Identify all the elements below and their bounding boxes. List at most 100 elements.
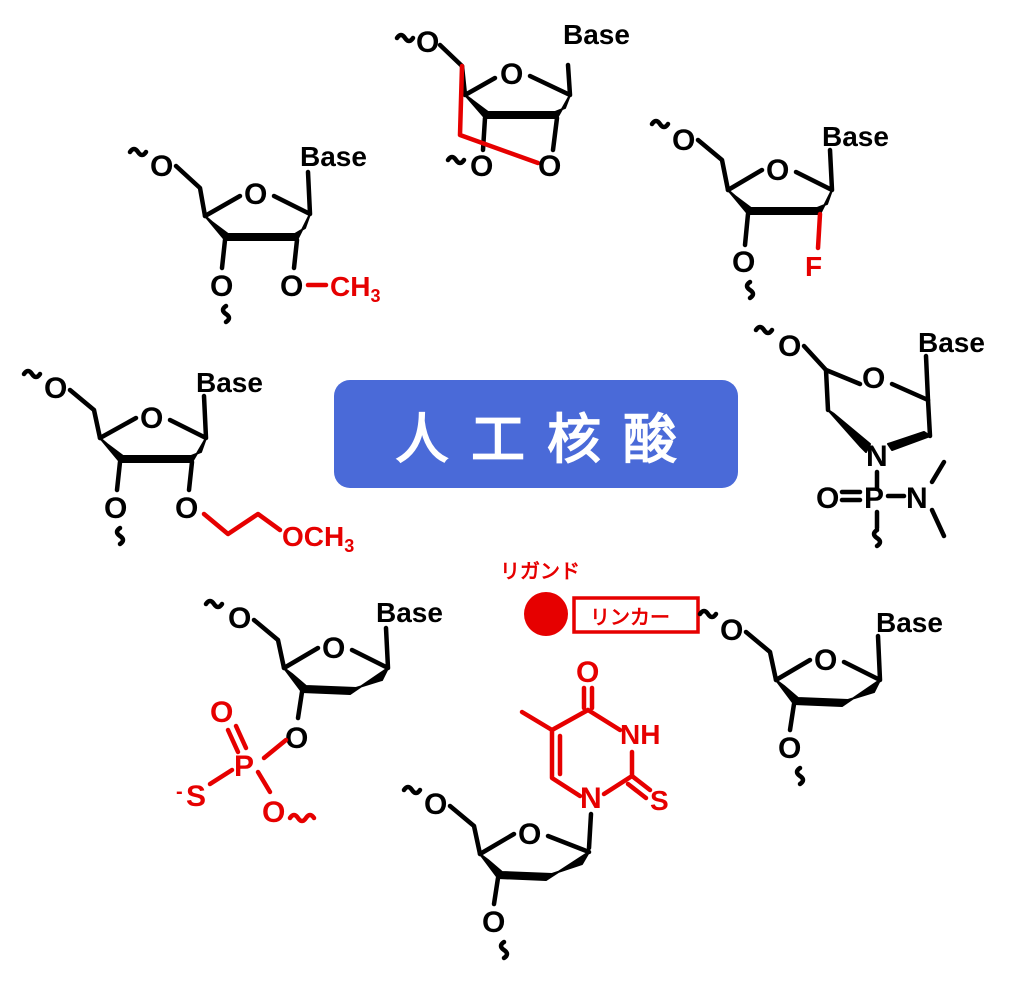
bond — [773, 657, 813, 683]
moe-o2-label: O — [175, 492, 198, 525]
bond — [841, 633, 883, 683]
moe-o5-label: O — [44, 372, 67, 405]
ome-base-label: Base — [300, 141, 367, 172]
bond — [186, 459, 195, 493]
bond — [67, 387, 103, 441]
bond — [550, 115, 560, 153]
wavy-bond — [794, 765, 806, 787]
ps-ring-o-label: O — [322, 632, 345, 665]
bond — [437, 42, 465, 69]
linker-box — [572, 596, 700, 634]
bond — [97, 415, 139, 441]
ring-wedge — [99, 437, 207, 463]
thy-n1-label: N — [580, 782, 602, 815]
thy-o5-label: O — [424, 788, 447, 821]
ring-wedge — [887, 431, 931, 451]
bond — [477, 831, 517, 857]
thy-sulfur-label: S — [650, 785, 669, 816]
mo-phosphoryl-o-label: O — [816, 482, 839, 515]
ring-wedge — [204, 213, 311, 241]
bond — [295, 689, 305, 721]
ligand-circle — [524, 592, 568, 636]
ps-charge-label: - — [176, 781, 183, 803]
wavy-bond — [203, 598, 225, 610]
ps-o5-label: O — [228, 602, 251, 635]
lna-o5-label: O — [416, 26, 439, 59]
f-base-label: Base — [822, 121, 889, 152]
lna-o2-label: O — [538, 150, 561, 183]
bond — [173, 163, 208, 219]
mo-ring-o-label: O — [862, 362, 885, 395]
ome-ch3-label: CH3 — [330, 271, 380, 306]
f-o3-label: O — [732, 246, 755, 279]
phosphorothioate-structure: O O Base O P O - S O — [176, 597, 443, 829]
ps-base-label: Base — [376, 597, 443, 628]
linker-label: リンカー — [590, 607, 670, 629]
methoxyethyl-chain — [201, 511, 283, 537]
ome-o5-label: O — [150, 150, 173, 183]
bond — [793, 147, 835, 193]
morpholino-structure: O O Base N P O N — [753, 324, 985, 549]
moe-och3-label: OCH3 — [282, 521, 354, 556]
bond — [202, 193, 243, 219]
bond — [527, 62, 573, 98]
ligand-conjugate-structure: リガンド リンカー O O Base O — [500, 560, 943, 787]
bond — [281, 645, 321, 671]
ligand-label: リガンド — [500, 560, 580, 583]
f-ring-o-label: O — [766, 154, 789, 187]
wavy-bond — [498, 939, 510, 961]
wavy-bond — [649, 118, 671, 130]
bond — [695, 137, 731, 193]
bond — [459, 63, 498, 98]
wavy-bond — [753, 324, 775, 336]
bond — [447, 803, 483, 857]
mo-nitrogen-label: N — [866, 440, 888, 473]
ring-wedge — [283, 667, 389, 695]
moe-o3-label: O — [104, 492, 127, 525]
moe-ring-o-label: O — [140, 402, 163, 435]
bond — [925, 397, 933, 439]
ring-wedge — [775, 679, 881, 707]
thy-nh-label: NH — [620, 719, 660, 750]
bond — [725, 167, 765, 193]
bond — [823, 367, 863, 387]
bond — [255, 769, 273, 795]
bond — [815, 211, 823, 251]
lig-base-label: Base — [876, 607, 943, 638]
2-moe-structure: O O Base O O OCH3 — [21, 367, 354, 556]
wavy-bond — [287, 812, 317, 824]
ps-phosphorus-label: P — [234, 750, 254, 783]
bond — [167, 393, 209, 441]
bond — [743, 629, 779, 683]
2-ome-structure: O O Base O O CH3 — [127, 141, 380, 325]
ps-phosphoryl-o-label: O — [210, 696, 233, 729]
bond — [889, 353, 931, 403]
wavy-bond — [21, 368, 43, 380]
bond — [742, 211, 751, 248]
double-bond — [225, 723, 249, 755]
title-banner: 人工核酸 — [334, 380, 738, 488]
wavy-bond — [394, 32, 416, 44]
moe-base-label: Base — [196, 367, 263, 398]
lig-o5-label: O — [720, 614, 743, 647]
lna-ring-o-label: O — [500, 58, 523, 91]
bond — [601, 749, 635, 797]
bond — [219, 237, 228, 271]
bond — [251, 617, 287, 671]
mo-dimethylamino-n-label: N — [906, 482, 928, 515]
wavy-bond — [127, 146, 149, 158]
ps-sulfur-label: S — [186, 780, 206, 813]
thy-o3-label: O — [482, 906, 505, 939]
mo-o5-label: O — [778, 330, 801, 363]
ps-o3-label: O — [285, 722, 308, 755]
ring-wedge — [727, 189, 833, 215]
bond — [291, 237, 300, 271]
double-bond — [625, 773, 653, 801]
bond — [349, 625, 391, 671]
ome-o2-label: O — [280, 270, 303, 303]
wavy-bond — [220, 303, 232, 325]
title-text: 人工核酸 — [395, 407, 699, 471]
bond — [271, 169, 313, 217]
